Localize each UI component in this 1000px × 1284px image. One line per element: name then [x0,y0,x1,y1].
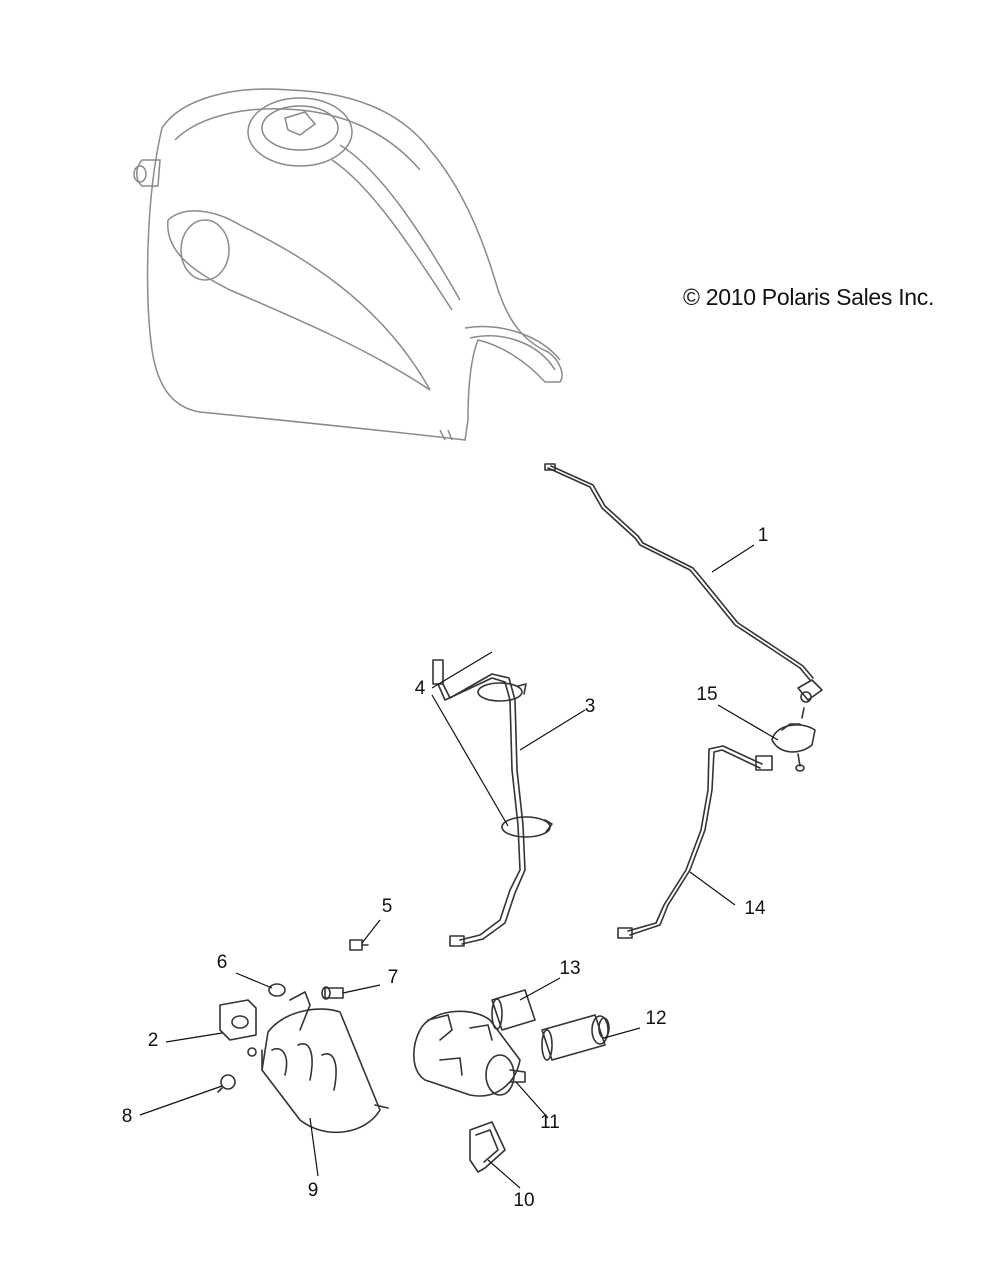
callout-9: 9 [307,1180,319,1201]
copyright-notice: © 2010 Polaris Sales Inc. [683,284,935,310]
heat-shield-9 [247,991,389,1134]
nut-6 [268,983,286,997]
callout-14: 14 [744,898,766,919]
callout-4: 4 [414,678,426,699]
bolt-7 [321,986,344,1000]
screw-5 [349,939,369,951]
hose-14 [617,745,773,939]
callout-6: 6 [216,952,228,973]
canister-11 [413,1010,526,1097]
hose-clamps-4 [477,682,553,838]
fuel-tank [133,88,563,441]
callout-11: 11 [540,1112,560,1133]
bracket-2 [219,999,257,1041]
leader-lines [139,544,779,1189]
callout-5: 5 [381,896,393,917]
callout-15: 15 [696,684,718,705]
callout-13: 13 [559,958,581,979]
sleeve-13 [491,989,536,1031]
callout-8: 8 [121,1106,133,1127]
callout-3: 3 [584,696,596,717]
vent-tube-1 [544,463,823,703]
callout-2: 2 [147,1030,159,1051]
callout-7: 7 [387,967,399,988]
rollover-valve-15 [771,707,816,772]
callout-1: 1 [757,525,769,546]
bolt-8 [217,1074,236,1093]
callout-10: 10 [513,1190,535,1211]
vent-hose-3 [432,659,526,947]
clamp-10 [469,1121,506,1173]
spring-sleeve-12 [541,1014,610,1061]
callout-12: 12 [645,1008,667,1029]
